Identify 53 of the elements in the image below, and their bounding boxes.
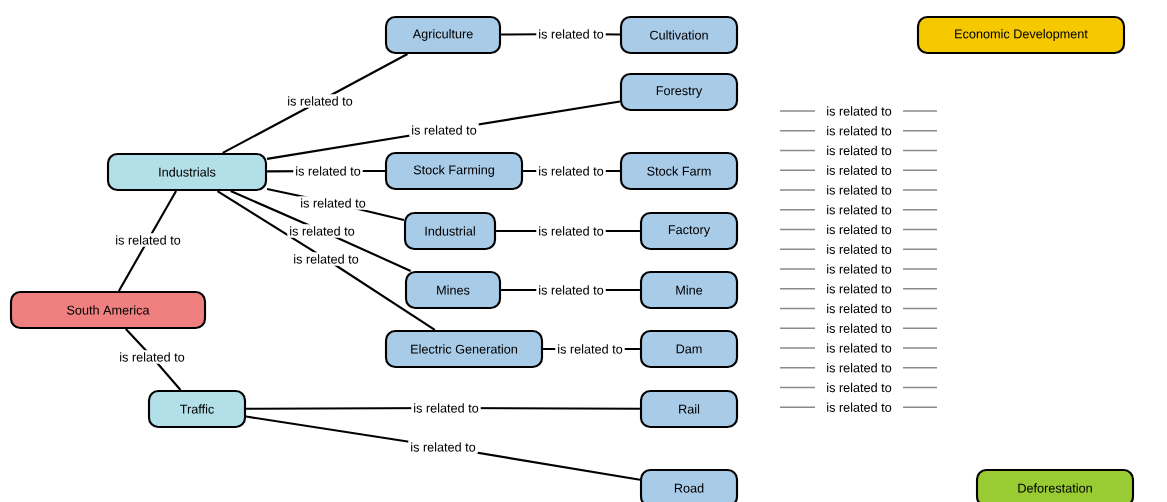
dangling-link: is related to (779, 284, 938, 294)
edge-label: is related to (536, 224, 606, 238)
concept-box: Stock Farm (619, 151, 739, 191)
dangling-link: is related to (779, 323, 938, 333)
edge-label: is related to (536, 283, 606, 297)
edge-label: is related to (293, 164, 363, 178)
concept-box: Industrial (403, 211, 497, 251)
concept-box: Road (639, 468, 739, 502)
edge-label: is related to (285, 94, 355, 108)
dangling-link: is related to (779, 185, 938, 195)
concept-box: Mine (639, 270, 739, 310)
concept-box: Agriculture (384, 15, 502, 55)
dangling-link: is related to (779, 303, 938, 314)
concept-box: Factory (639, 211, 739, 251)
concept-box: Rail (639, 389, 739, 429)
dangling-link: is related to (779, 343, 938, 353)
dangling-link: is related to (779, 145, 938, 156)
edge-label: is related to (287, 224, 357, 238)
concept-box: Cultivation (619, 15, 739, 55)
connector-line (216, 190, 436, 331)
dangling-link: is related to (779, 402, 938, 412)
edge-label: is related to (536, 27, 606, 41)
dangling-link: is related to (779, 165, 938, 175)
concept-box: Stock Farming (384, 151, 524, 191)
edge-label: is related to (409, 123, 479, 137)
concept-box: Economic Development (916, 15, 1126, 55)
concept-box: South America (9, 290, 207, 330)
dangling-link: is related to (779, 205, 938, 215)
dangling-link: is related to (779, 244, 938, 254)
edge-label: is related to (291, 252, 361, 266)
edge-label: is related to (113, 233, 183, 247)
dangling-link: is related to (779, 106, 938, 116)
concept-box: Industrials (106, 152, 268, 192)
edge-label: is related to (411, 401, 481, 415)
concept-box: Mines (404, 270, 502, 310)
concept-box: Traffic (147, 389, 247, 429)
edge-label: is related to (298, 196, 368, 210)
edge-label: is related to (117, 350, 187, 364)
concept-box: Dam (639, 329, 739, 369)
concept-box: Deforestation (975, 468, 1135, 502)
concept-box: Electric Generation (384, 329, 544, 369)
concept-box: Forestry (619, 72, 739, 112)
connector-line (125, 328, 182, 391)
connector-line (117, 190, 177, 292)
dangling-link: is related to (779, 264, 938, 274)
connector-line (222, 53, 408, 154)
edge-label: is related to (555, 342, 625, 356)
dangling-link: is related to (779, 382, 938, 393)
edge-label: is related to (408, 440, 478, 454)
dangling-link: is related to (779, 126, 938, 136)
edge-label: is related to (536, 164, 606, 178)
dangling-link: is related to (779, 224, 938, 235)
dangling-link: is related to (779, 363, 938, 373)
